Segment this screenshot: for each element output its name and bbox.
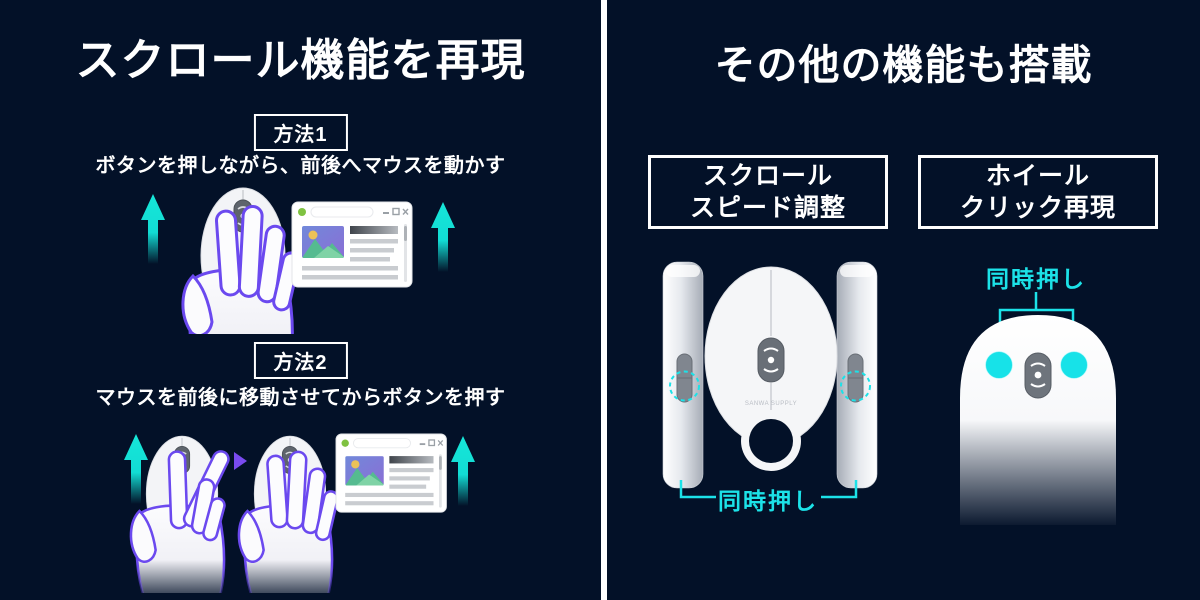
- feature-scroll-speed-box: スクロール スピード調整: [648, 155, 888, 229]
- mouse-rear-view: [960, 315, 1116, 525]
- method1-illustration: [141, 187, 455, 334]
- simultaneous-press-bracket: [679, 480, 858, 499]
- method2-description: マウスを前後に移動させてからボタンを押す: [95, 387, 506, 409]
- next-step-triangle-icon: [234, 452, 247, 470]
- scroll-up-arrow-icon: [451, 436, 475, 506]
- right-button-press-dot: [1060, 351, 1088, 379]
- mouse-side-view-left: [662, 261, 704, 489]
- simultaneous-press-label: 同時押し: [718, 488, 818, 514]
- feature2-line2: クリック再現: [959, 194, 1116, 222]
- scroll-up-arrow-icon: [124, 434, 148, 504]
- simultaneous-press-label: 同時押し: [986, 266, 1086, 292]
- scroll-speed-illustration: SANWA SUPPLY: [662, 261, 878, 499]
- side-button-highlight-circle: [669, 370, 700, 402]
- scroll-up-arrow-icon: [431, 202, 455, 272]
- feature1-line1: スクロール: [702, 162, 833, 190]
- panel-divider: [601, 0, 607, 600]
- left-panel-title: スクロール機能を再現: [75, 36, 526, 85]
- mouse-side-view-right: [836, 261, 878, 489]
- feature2-line1: ホイール: [985, 162, 1090, 190]
- method2-illustration: [124, 418, 475, 593]
- hand-on-mouse-graphic: [181, 187, 303, 334]
- left-button-press-dot: [985, 351, 1013, 379]
- hand-on-mouse-graphic: [237, 435, 341, 593]
- mouse-top-view: SANWA SUPPLY: [704, 266, 838, 471]
- method1-description: ボタンを押しながら、前後へマウスを動かす: [95, 155, 506, 177]
- feature1-line2: スピード調整: [689, 194, 846, 222]
- ring-hole: [749, 419, 793, 463]
- scroll-function-panel: スクロール機能を再現 方法1 ボタンを押しながら、前後へマウスを動かす 方法2 …: [75, 36, 526, 593]
- wheel-click-illustration: [960, 292, 1116, 525]
- other-features-panel: その他の機能も搭載 スクロール スピード調整 ホイール クリック再現 SANWA…: [607, 0, 1200, 600]
- method1-badge: 方法1: [253, 114, 348, 151]
- browser-window-graphic: [292, 202, 412, 287]
- right-panel-title: その他の機能も搭載: [714, 42, 1093, 88]
- method2-badge: 方法2: [253, 342, 348, 379]
- scroll-up-arrow-icon: [141, 194, 165, 264]
- browser-window-graphic: [336, 434, 446, 512]
- feature-wheel-click-box: ホイール クリック再現: [918, 155, 1158, 229]
- side-button-highlight-circle: [840, 370, 871, 402]
- mouse-brand-text: SANWA SUPPLY: [745, 401, 797, 407]
